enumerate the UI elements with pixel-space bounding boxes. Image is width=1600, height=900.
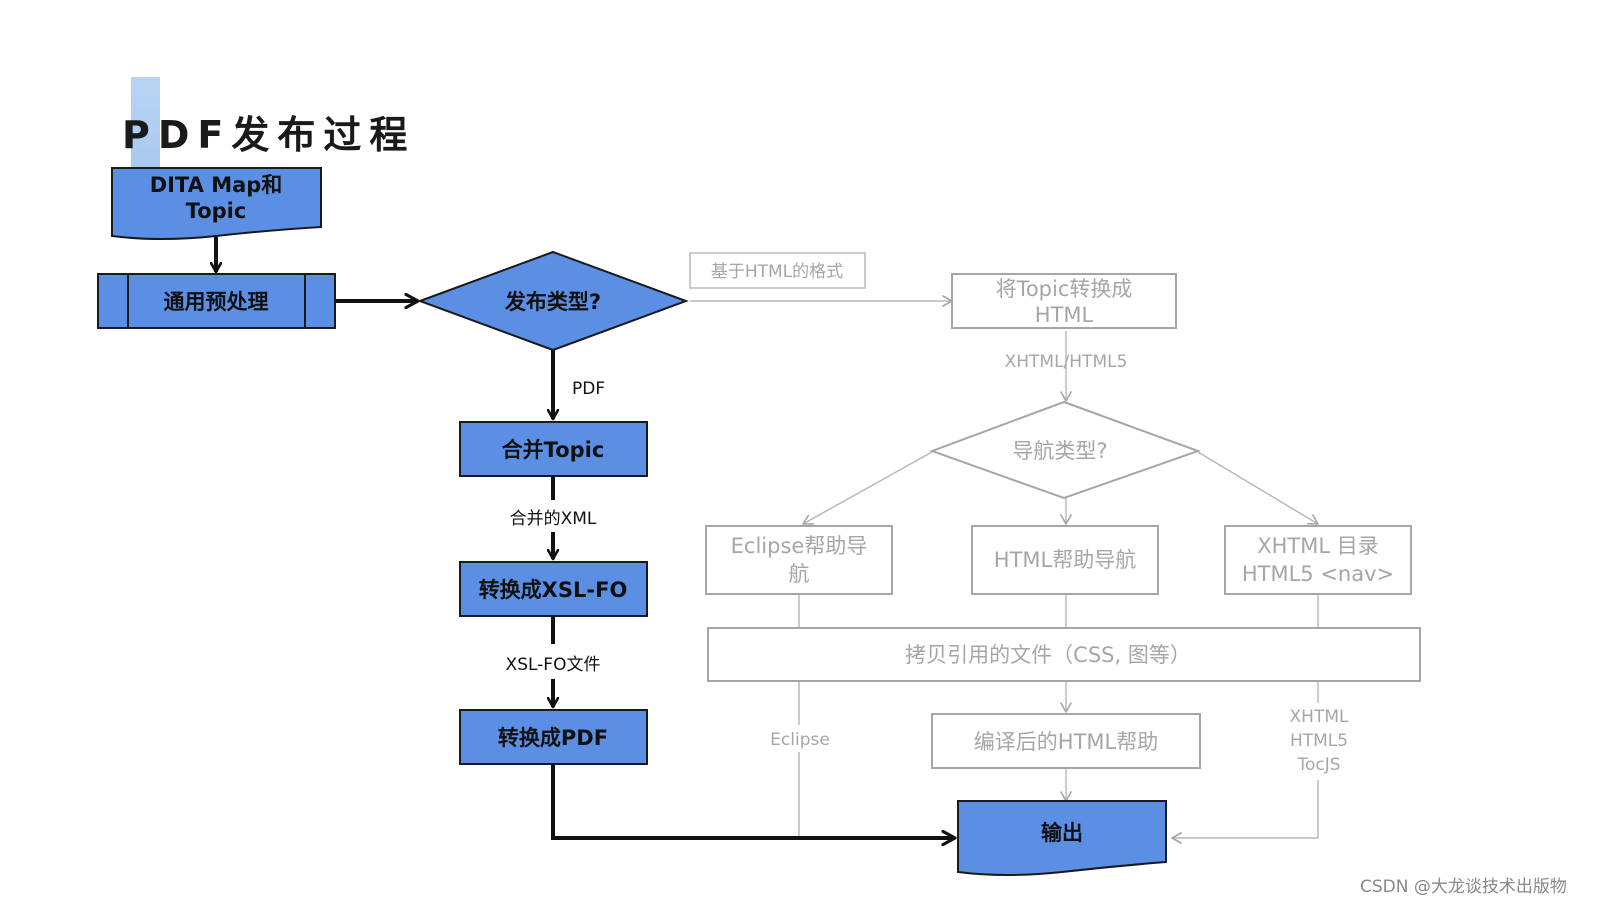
preprocess-label: 通用预处理: [164, 290, 269, 314]
node-compiled-html: 编译后的HTML帮助: [931, 713, 1201, 769]
title-accent-bar: [131, 77, 160, 167]
nav-type-shape: [929, 400, 1201, 500]
nav-type-label: 导航类型?: [1012, 439, 1107, 463]
edge-label-merged-xml: 合并的XML: [510, 509, 597, 529]
merge-topic-shape: [459, 421, 648, 477]
dita-map-label-2: Topic: [186, 199, 247, 223]
edge-label-xhtml-1: XHTML: [1290, 707, 1349, 727]
dita-map-shape: [111, 167, 322, 240]
output-shape: [957, 800, 1167, 876]
eclipse-help-label-2: 航: [789, 562, 810, 586]
edge-label-xhtml-2: HTML5: [1290, 731, 1348, 751]
compiled-html-shape: [931, 713, 1201, 769]
to-pdf-shape: [459, 709, 648, 765]
node-merge-topic: 合并Topic: [459, 421, 648, 477]
edge-label-box-html-format: 基于HTML的格式: [689, 252, 866, 289]
eclipse-help-label-1: Eclipse帮助导: [731, 534, 868, 558]
node-publish-type: 发布类型?: [417, 250, 689, 352]
node-to-xslfo: 转换成XSL-FO: [459, 561, 648, 617]
copy-files-shape: [707, 627, 1421, 682]
xhtml-toc-label-1: XHTML 目录: [1257, 534, 1379, 558]
edge-label-eclipse: Eclipse: [770, 730, 830, 750]
html-help-shape: [971, 525, 1159, 595]
node-nav-type: 导航类型?: [929, 400, 1201, 500]
edge-label-xslfo-file: XSL-FO文件: [506, 655, 601, 675]
xhtml-toc-label-2: HTML5 <nav>: [1242, 562, 1394, 586]
edge-label-pdf: PDF: [572, 379, 605, 399]
page-title: PDF发布过程: [122, 113, 416, 157]
topic-to-html-label-1: 将Topic转换成: [996, 277, 1133, 301]
publish-type-label: 发布类型?: [504, 290, 601, 314]
topic-to-html-shape: [951, 273, 1177, 329]
to-xslfo-label: 转换成XSL-FO: [479, 578, 628, 602]
to-xslfo-shape: [459, 561, 648, 617]
node-dita-map: DITA Map和 Topic: [111, 167, 322, 240]
node-preprocess: 通用预处理: [97, 273, 336, 329]
publish-type-shape: [417, 250, 689, 352]
preprocess-shape: [97, 273, 336, 329]
edge-nav-to-eclipse: [802, 451, 933, 525]
edge-pdf-to-output: [551, 765, 955, 838]
xhtml-toc-shape: [1224, 525, 1412, 595]
node-html-help: HTML帮助导航: [971, 525, 1159, 595]
compiled-html-label: 编译后的HTML帮助: [974, 730, 1158, 754]
node-output: 输出: [957, 800, 1167, 876]
html-help-label: HTML帮助导航: [994, 548, 1136, 572]
node-to-pdf: 转换成PDF: [459, 709, 648, 765]
to-pdf-label: 转换成PDF: [498, 726, 608, 750]
output-label: 输出: [1041, 821, 1083, 845]
edge-xhtml-to-output: [1171, 780, 1319, 844]
edge-nav-to-xhtml: [1197, 451, 1319, 525]
watermark: CSDN @大龙谈技术出版物: [1360, 877, 1567, 897]
node-copy-files: 拷贝引用的文件（CSS, 图等）: [707, 627, 1421, 682]
node-eclipse-help: Eclipse帮助导 航: [705, 525, 893, 595]
copy-files-label: 拷贝引用的文件（CSS, 图等）: [905, 643, 1191, 667]
eclipse-help-shape: [705, 525, 893, 595]
node-xhtml-toc: XHTML 目录 HTML5 <nav>: [1224, 525, 1412, 595]
gray-connectors: [690, 295, 1319, 844]
black-connectors: [216, 236, 955, 838]
html-format-label: 基于HTML的格式: [711, 262, 843, 282]
topic-to-html-label-2: HTML: [1035, 303, 1094, 327]
merge-topic-label: 合并Topic: [502, 438, 605, 462]
edge-label-xhtml-3: TocJS: [1296, 755, 1340, 775]
node-topic-to-html: 将Topic转换成 HTML: [951, 273, 1177, 329]
edge-label-xhtml-html5: XHTML/HTML5: [1005, 352, 1128, 372]
dita-map-label-1: DITA Map和: [150, 173, 283, 197]
